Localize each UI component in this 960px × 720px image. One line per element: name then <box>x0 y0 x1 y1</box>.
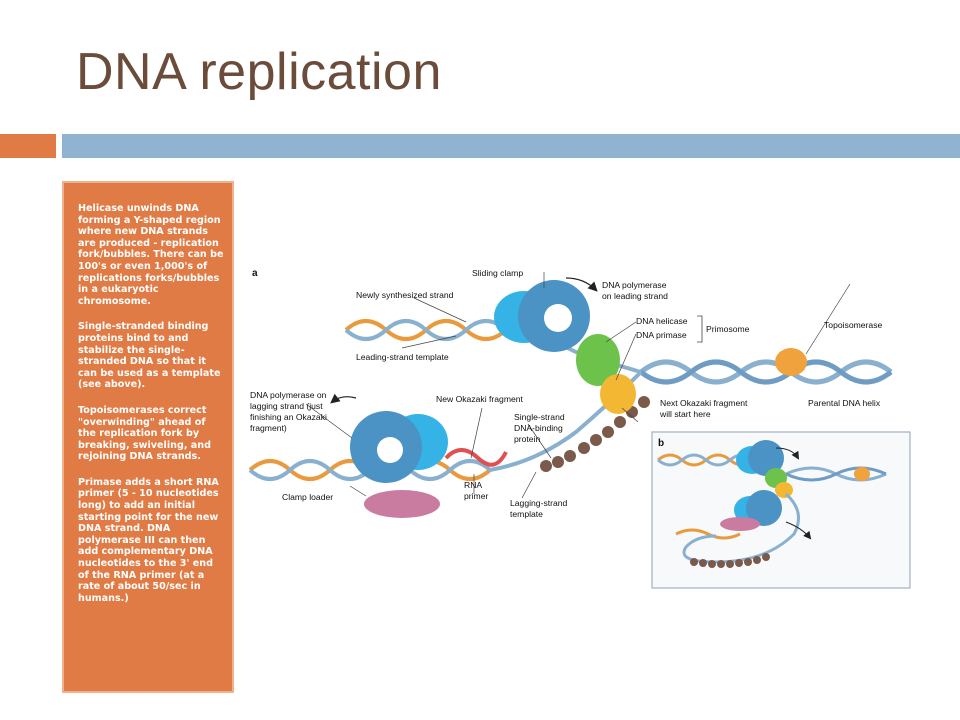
accent-bar-orange <box>0 134 56 158</box>
panel-b-inset: b <box>651 431 911 589</box>
label-leading-template: Leading-strand template <box>356 352 449 362</box>
label-pol-lag-4: fragment) <box>250 423 287 433</box>
label-rna-1: RNA <box>464 480 482 490</box>
label-parental-helix: Parental DNA helix <box>808 398 881 408</box>
label-pol-lag-3: finishing an Okazaki <box>250 412 327 422</box>
replication-fork-diagram: a <box>248 268 911 589</box>
label-ssb-1: Single-strand <box>514 412 565 422</box>
label-next-okazaki-1: Next Okazaki fragment <box>660 398 748 408</box>
label-rna-2: primer <box>464 491 488 501</box>
explanation-textbox: Helicase unwinds DNA forming a Y-shaped … <box>62 181 234 693</box>
label-pol-leading-2: on leading strand <box>602 291 668 301</box>
leader-lines <box>305 272 851 499</box>
label-primosome: Primosome <box>706 324 750 334</box>
slide-title: DNA replication <box>76 43 442 101</box>
paragraph-primase: Primase adds a short RNA primer (5 - 10 … <box>78 476 219 604</box>
lagging-polymerase <box>350 411 448 518</box>
parental-dna-helix <box>639 359 893 385</box>
label-newly-synthesized: Newly synthesized strand <box>356 290 454 300</box>
ssb-proteins <box>540 396 650 472</box>
label-clamp-loader: Clamp loader <box>282 492 333 502</box>
panel-a-label: a <box>252 268 258 279</box>
primosome-proteins <box>576 334 636 414</box>
label-topoisomerase: Topoisomerase <box>824 320 882 330</box>
primosome-bracket <box>697 315 703 343</box>
label-ssb-3: protein <box>514 434 540 444</box>
lagging-strand-helix <box>248 370 643 481</box>
label-new-okazaki: New Okazaki fragment <box>436 394 524 404</box>
accent-bar-blue <box>62 134 960 158</box>
label-primase: DNA primase <box>636 330 687 340</box>
label-lagging-template-1: Lagging-strand <box>510 498 568 508</box>
lagging-direction-arrow <box>330 393 357 404</box>
label-lagging-template-2: template <box>510 509 543 519</box>
topoisomerase-protein <box>775 348 807 376</box>
label-pol-lag-2: lagging strand (just <box>250 401 323 411</box>
panel-b-label: b <box>658 438 664 449</box>
leading-polymerase <box>494 280 590 352</box>
label-sliding-clamp: Sliding clamp <box>472 268 523 278</box>
label-helicase: DNA helicase <box>636 316 688 326</box>
label-pol-leading-1: DNA polymerase <box>602 280 667 290</box>
label-next-okazaki-2: will start here <box>659 409 711 419</box>
paragraph-helicase: Helicase unwinds DNA forming a Y-shaped … <box>78 203 224 307</box>
paragraph-topoisomerase: Topoisomerases correct "overwinding" ahe… <box>78 404 211 463</box>
paragraph-ssb: Single-stranded binding proteins bind to… <box>78 321 221 391</box>
label-pol-lag-1: DNA polymerase on <box>250 390 327 400</box>
leading-direction-arrow <box>565 277 598 292</box>
label-ssb-2: DNA-binding <box>514 423 563 433</box>
